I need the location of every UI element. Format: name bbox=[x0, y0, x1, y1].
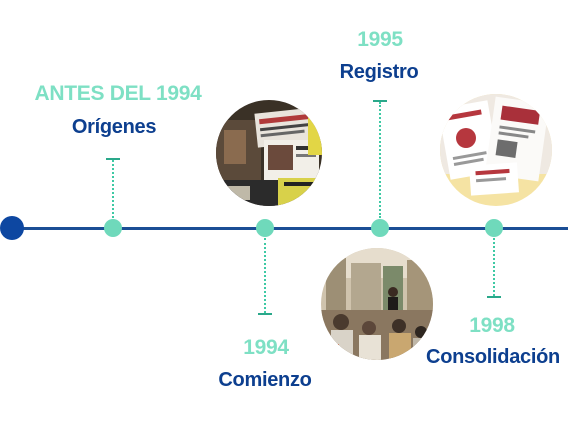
event-title-origenes: Orígenes bbox=[71, 116, 157, 138]
connector-cap-origenes bbox=[106, 158, 120, 160]
timeline-node-consolidacion bbox=[485, 219, 503, 237]
connector-consolidacion bbox=[493, 238, 495, 296]
event-title-registro: Registro bbox=[339, 61, 419, 83]
printed-documents-photo bbox=[440, 94, 552, 206]
event-year-consolidacion: 1998 bbox=[469, 314, 515, 337]
connector-registro bbox=[379, 102, 381, 218]
event-title-consolidacion: Consolidación bbox=[426, 346, 560, 368]
connector-origenes bbox=[112, 160, 114, 218]
connector-cap-consolidacion bbox=[487, 296, 501, 298]
timeline-node-registro bbox=[371, 219, 389, 237]
timeline-node-comienzo bbox=[256, 219, 274, 237]
timeline-line bbox=[12, 227, 568, 230]
event-year-comienzo: 1994 bbox=[243, 336, 289, 359]
connector-cap-comienzo bbox=[258, 313, 272, 315]
event-year-origenes: ANTES DEL 1994 bbox=[34, 82, 202, 105]
connector-comienzo bbox=[264, 238, 266, 313]
timeline-start-dot bbox=[0, 216, 24, 240]
event-year-registro: 1995 bbox=[357, 28, 403, 51]
connector-cap-registro bbox=[373, 100, 387, 102]
newspaper-clippings-photo bbox=[216, 100, 322, 206]
timeline-node-origenes bbox=[104, 219, 122, 237]
presentation-audience-photo bbox=[321, 248, 433, 360]
event-title-comienzo: Comienzo bbox=[218, 369, 312, 391]
